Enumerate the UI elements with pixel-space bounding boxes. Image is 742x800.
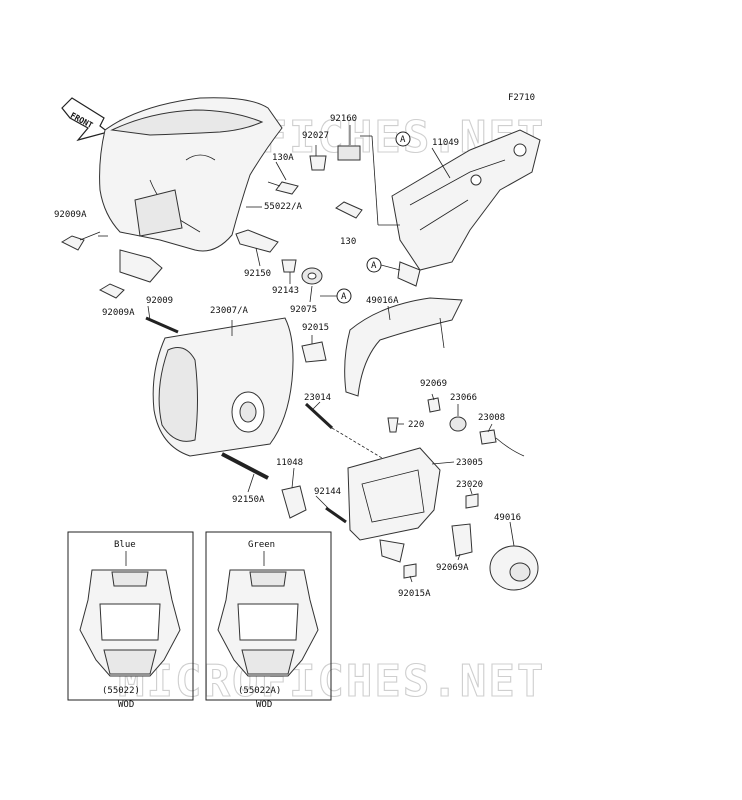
inset-green-ref: (55022A) bbox=[238, 686, 281, 696]
callout-a-mid: A bbox=[366, 257, 401, 273]
svg-text:A: A bbox=[400, 135, 406, 145]
bolt-92150A bbox=[221, 452, 269, 480]
upper-cowl bbox=[99, 97, 283, 283]
label-23020: 23020 bbox=[456, 480, 483, 490]
screw-23014 bbox=[304, 402, 383, 459]
label-23007A: 23007/A bbox=[210, 306, 249, 316]
inset-green-code: WOD bbox=[256, 700, 272, 710]
label-130A: 130A bbox=[272, 153, 294, 163]
label-92069: 92069 bbox=[420, 379, 447, 389]
bulb-92069 bbox=[427, 397, 441, 413]
label-92015: 92015 bbox=[302, 323, 329, 333]
leader-lines bbox=[98, 125, 515, 583]
bolt-92009 bbox=[145, 316, 179, 334]
collar-92143 bbox=[281, 259, 297, 273]
inset-blue-code: WOD bbox=[118, 700, 134, 710]
clip-92015 bbox=[301, 341, 327, 363]
bolt-130A bbox=[267, 181, 299, 195]
label-92069A: 92069A bbox=[436, 563, 469, 573]
inset-blue-color: Blue bbox=[114, 540, 136, 550]
inset-green-color: Green bbox=[248, 540, 275, 550]
grommet-92075 bbox=[301, 267, 323, 285]
bolt-92009A-left bbox=[60, 231, 101, 251]
inset-blue: Blue (55022) WOD bbox=[67, 531, 194, 710]
callout-a-top: A bbox=[395, 131, 411, 147]
grommet-92160 bbox=[337, 145, 361, 161]
screw-220 bbox=[387, 417, 399, 433]
watermark-bottom: MICROFICHES.NET bbox=[118, 656, 545, 707]
label-92009A-left: 92009A bbox=[54, 210, 87, 220]
cap-23020 bbox=[465, 493, 479, 509]
inset-blue-ref: (55022) bbox=[102, 686, 140, 696]
svg-text:A: A bbox=[371, 261, 377, 271]
label-49016A: 49016A bbox=[366, 296, 399, 306]
bulb-92069A bbox=[451, 523, 473, 557]
label-92150: 92150 bbox=[244, 269, 271, 279]
socket-23008 bbox=[479, 429, 525, 457]
label-92144: 92144 bbox=[314, 487, 341, 497]
grommet-23066 bbox=[449, 416, 467, 432]
bolt-92009A-lower bbox=[98, 283, 125, 299]
inset-green: Green (55022A) WOD bbox=[205, 531, 332, 710]
callout-a-grommet: A bbox=[336, 288, 352, 304]
label-11049: 11049 bbox=[432, 138, 459, 148]
label-92075: 92075 bbox=[290, 305, 317, 315]
label-23005: 23005 bbox=[456, 458, 483, 468]
label-23014: 23014 bbox=[304, 393, 331, 403]
label-23066: 23066 bbox=[450, 393, 477, 403]
bracket-11048 bbox=[281, 485, 307, 519]
label-92150A: 92150A bbox=[232, 495, 265, 505]
label-55022A: 55022/A bbox=[264, 202, 303, 212]
bulb-housing bbox=[347, 447, 441, 563]
clip-92015A bbox=[403, 563, 417, 579]
bolt-92150 bbox=[235, 229, 279, 253]
bolt-130 bbox=[335, 201, 363, 219]
label-11048: 11048 bbox=[276, 458, 303, 468]
label-92009: 92009 bbox=[146, 296, 173, 306]
label-92015A: 92015A bbox=[398, 589, 431, 599]
label-220: 220 bbox=[408, 420, 424, 430]
front-arrow-icon: FRONT bbox=[61, 97, 110, 142]
label-92143: 92143 bbox=[272, 286, 299, 296]
bolt-92144 bbox=[325, 506, 347, 524]
label-92027: 92027 bbox=[302, 131, 329, 141]
svg-text:A: A bbox=[341, 292, 347, 302]
headlight-bracket bbox=[391, 129, 541, 287]
headlight-cover bbox=[344, 297, 463, 397]
label-92160: 92160 bbox=[330, 114, 357, 124]
label-92009A-lower: 92009A bbox=[102, 308, 135, 318]
collar-92027 bbox=[309, 155, 327, 171]
figure-id: F2710 bbox=[508, 93, 535, 103]
label-130: 130 bbox=[340, 237, 356, 247]
cap-49016 bbox=[489, 545, 539, 591]
headlight-unit bbox=[152, 317, 294, 457]
label-23008: 23008 bbox=[478, 413, 505, 423]
label-49016: 49016 bbox=[494, 513, 521, 523]
